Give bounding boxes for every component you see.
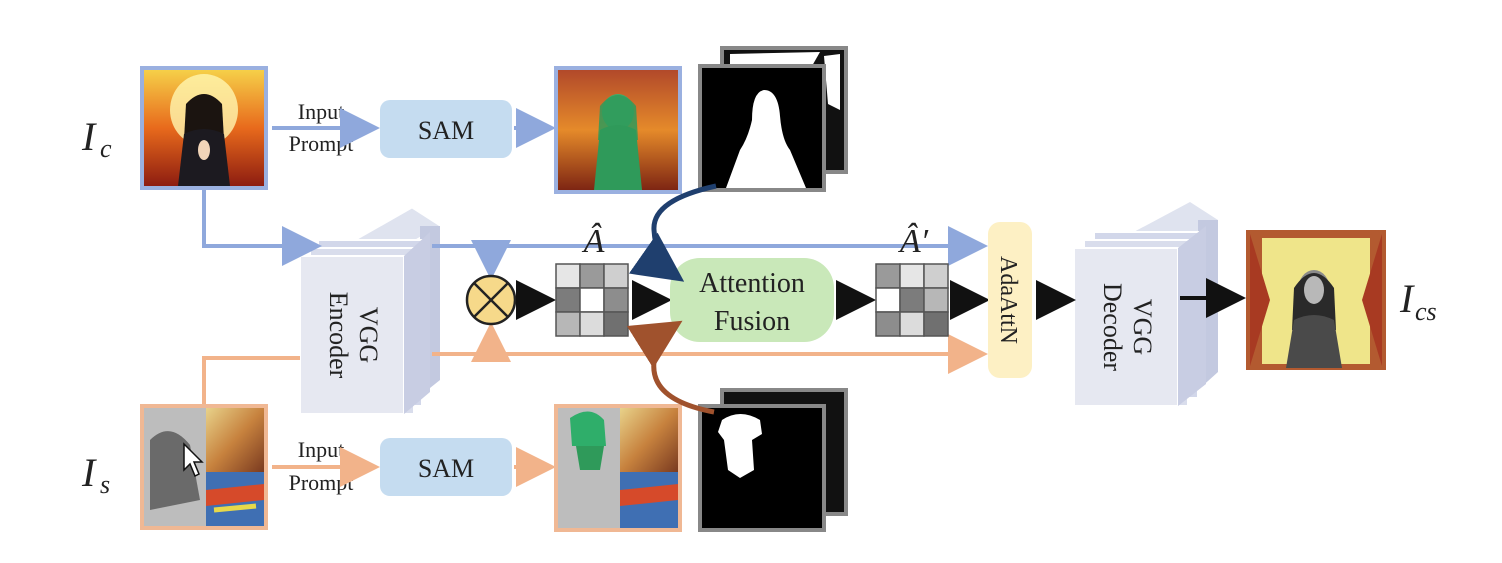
svg-text:Prompt: Prompt xyxy=(289,470,354,495)
svg-text:Attention: Attention xyxy=(699,268,805,299)
svg-text:SAM: SAM xyxy=(418,454,474,483)
attention-fusion-box: Attention Fusion xyxy=(670,258,834,342)
svg-text:VGG: VGG xyxy=(1128,299,1157,355)
content-mask-stack xyxy=(698,46,848,192)
multiply-icon xyxy=(465,274,517,326)
svg-text:s: s xyxy=(100,470,110,499)
svg-text:SAM: SAM xyxy=(418,116,474,145)
vgg-decoder: VGG Decoder xyxy=(1073,202,1218,407)
svg-text:Â′: Â′ xyxy=(898,223,929,260)
svg-text:Fusion: Fusion xyxy=(714,306,790,337)
style-segmented-image xyxy=(554,404,682,532)
svg-text:cs: cs xyxy=(1415,297,1437,326)
svg-text:Input: Input xyxy=(298,437,344,462)
svg-text:I: I xyxy=(81,450,97,495)
svg-text:Input: Input xyxy=(298,99,344,124)
attention-matrix-prime-icon xyxy=(875,263,949,337)
adaattn-box: AdaAttN xyxy=(988,222,1032,378)
top-sam-box: SAM xyxy=(380,100,512,158)
content-image xyxy=(140,66,268,190)
content-image-label: I c xyxy=(81,114,112,163)
content-segmented-image xyxy=(554,66,682,194)
svg-text:I: I xyxy=(81,114,97,159)
svg-text:Prompt: Prompt xyxy=(289,131,354,156)
output-image xyxy=(1246,230,1386,370)
svg-text:I: I xyxy=(1399,276,1415,321)
attention-matrix-icon xyxy=(555,263,629,337)
svg-text:Encoder: Encoder xyxy=(324,292,353,379)
output-image-label: I cs xyxy=(1399,276,1437,326)
vgg-encoder: VGG Encoder xyxy=(299,207,441,415)
style-image-label: I s xyxy=(81,450,110,499)
a-hat-label: Â xyxy=(582,223,605,260)
svg-text:c: c xyxy=(100,134,112,163)
style-mask-stack xyxy=(698,388,848,532)
svg-text:VGG: VGG xyxy=(354,307,383,363)
bottom-sam-box: SAM xyxy=(380,438,512,496)
a-hat-prime-label: Â′ xyxy=(898,223,929,260)
style-image xyxy=(140,404,268,530)
svg-text:AdaAttN: AdaAttN xyxy=(995,256,1021,344)
cursor-icon xyxy=(183,442,204,478)
svg-text:Decoder: Decoder xyxy=(1098,283,1127,371)
svg-text:Â: Â xyxy=(582,223,605,260)
